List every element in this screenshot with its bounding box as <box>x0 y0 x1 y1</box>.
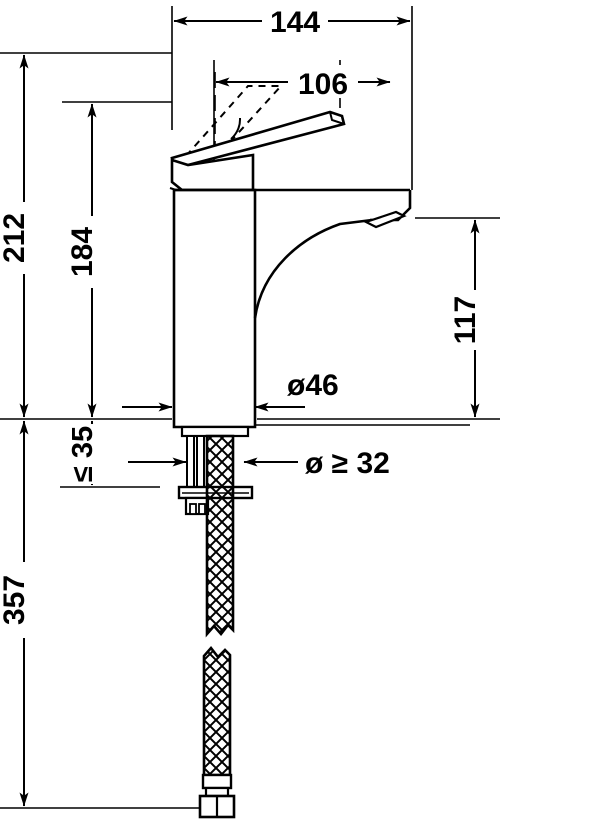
lever-handle-tip <box>329 111 345 125</box>
aerator-detail <box>363 210 407 229</box>
dimension-diameter-32: ø ≥ 32 <box>128 447 390 480</box>
dimension-35-label: ≤ 35 <box>67 426 99 482</box>
dimension-117: 117 <box>449 219 491 418</box>
dimension-212-label-bg <box>8 202 40 274</box>
body-outline <box>172 188 257 429</box>
spout-underside <box>253 218 373 319</box>
dimension-184-label: 184 <box>66 227 99 277</box>
dimension-212-label: 212 <box>0 213 31 263</box>
dimension-357-label: 357 <box>0 575 31 625</box>
dimension-106-label-bg <box>288 65 358 98</box>
mixer-body <box>172 188 412 429</box>
dimension-106: 106 <box>215 65 391 101</box>
dimension-diameter-46: ø46 <box>122 369 339 412</box>
handle-swing-arc <box>230 117 242 140</box>
shank-wall-left <box>186 435 195 488</box>
dimension-357: 357 <box>0 420 40 807</box>
dimension-212: 212 <box>0 54 40 418</box>
set-screw-slot-left <box>189 503 197 515</box>
dimension-144: 144 <box>173 4 411 39</box>
flexible-hose-upper <box>205 434 235 638</box>
hose-ferrule <box>201 773 233 790</box>
base-washer <box>180 425 250 438</box>
dimension-35: ≤ 35 <box>67 420 108 486</box>
dimension-32-label: ø ≥ 32 <box>305 447 390 480</box>
dimension-106-label: 106 <box>298 68 348 101</box>
hose-lower-braid <box>202 645 232 777</box>
dimension-144-label: 144 <box>270 6 320 39</box>
dimension-184: 184 <box>66 103 108 418</box>
dimension-357-label-bg <box>8 562 40 638</box>
dimension-184-label-bg <box>76 216 108 288</box>
set-screw-slot-right <box>198 503 206 515</box>
dimension-144-label-bg <box>262 4 328 36</box>
dimension-46-label: ø46 <box>287 369 339 402</box>
hose-upper-braid <box>205 434 235 638</box>
dimension-117-label: 117 <box>449 296 482 344</box>
shank-wall-inner <box>196 435 205 488</box>
dimension-35-label-bg <box>76 424 108 484</box>
flexible-hose-lower <box>198 645 236 819</box>
dimension-117-label-bg <box>459 290 491 350</box>
